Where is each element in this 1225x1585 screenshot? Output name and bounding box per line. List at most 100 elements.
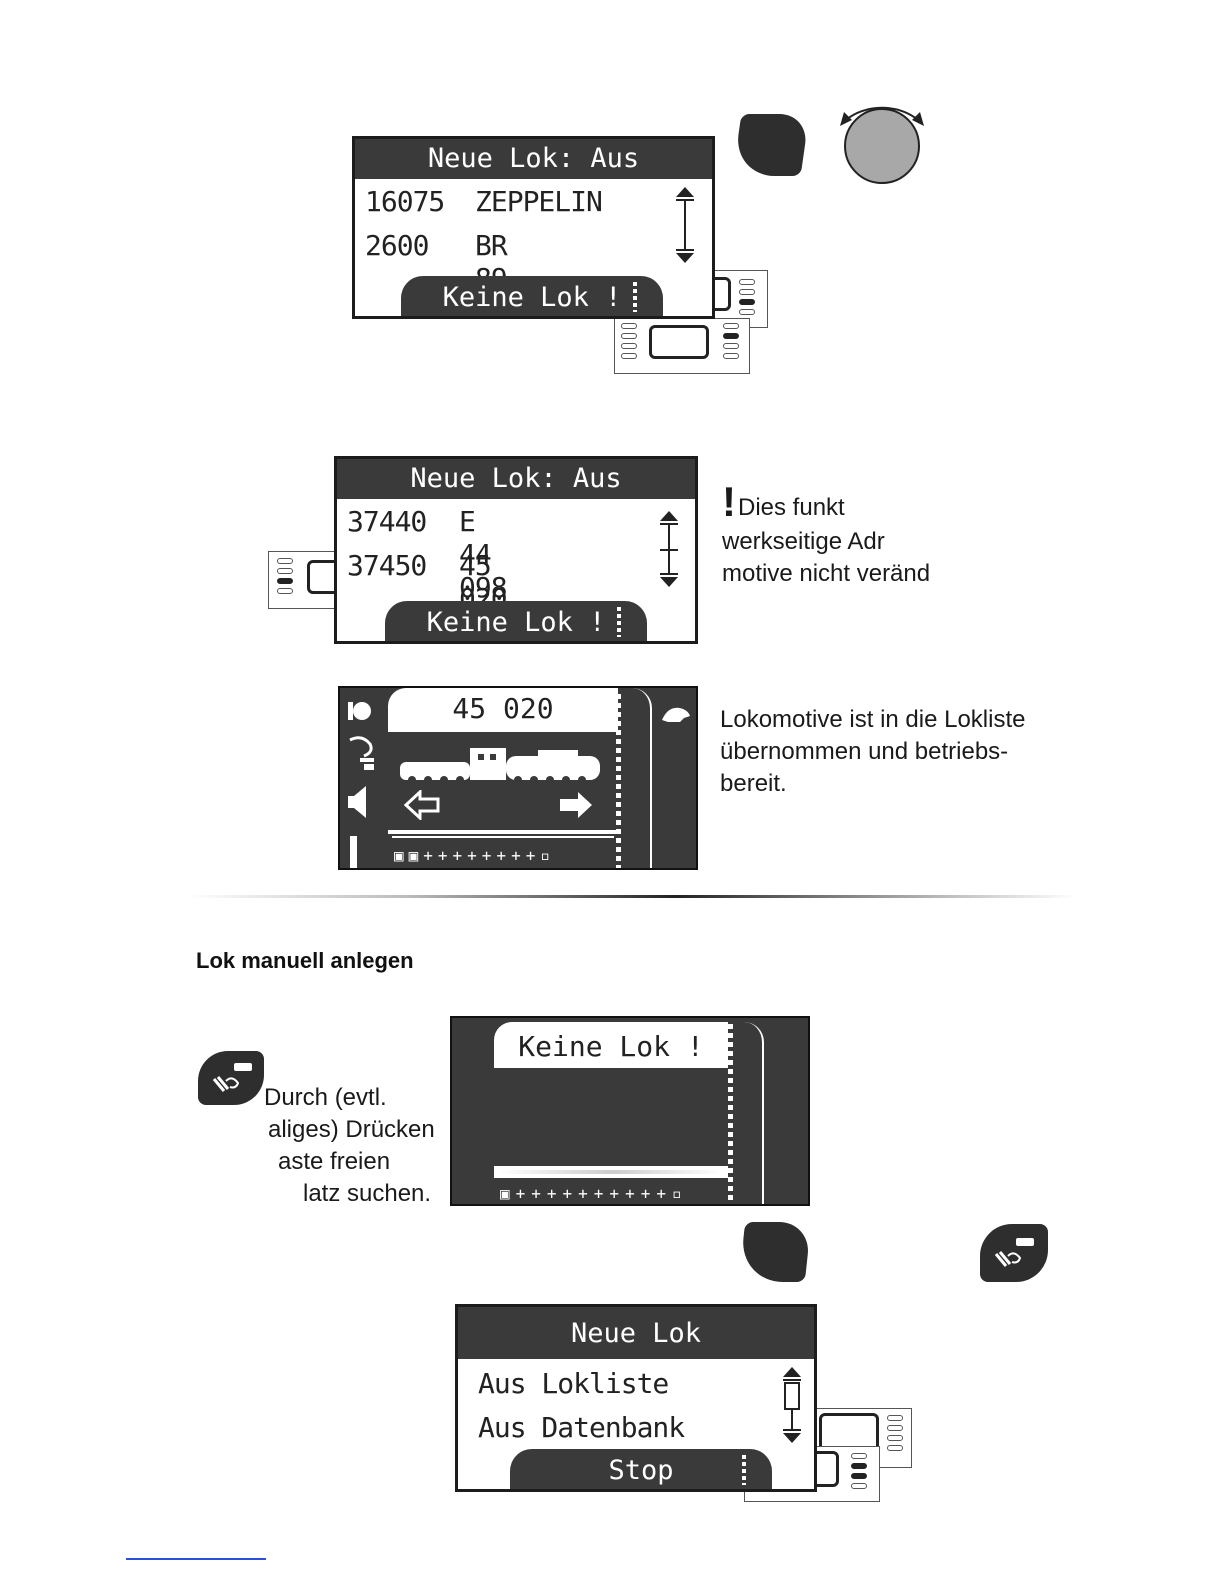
screen-title: Neue Lok: Aus Datenbank (355, 139, 712, 214)
key-button[interactable] (649, 325, 709, 359)
list-item[interactable]: 2600 BR 89 (365, 229, 508, 295)
loco-image-area (388, 732, 618, 830)
scroll-arrows-icon (660, 511, 678, 587)
dots-icon (633, 282, 637, 312)
dots-icon (617, 607, 621, 637)
turtle-icon (662, 707, 690, 722)
screen-body: Aus Lokliste Aus Datenbank Stop (458, 1359, 814, 1489)
caption-line-1: Lokomotive ist in die Lokliste (720, 706, 1026, 733)
wrench-loco-icon (994, 1238, 1034, 1267)
indicator (277, 568, 293, 574)
indicator (739, 289, 755, 295)
keypad-lower (614, 318, 750, 374)
indicator (723, 333, 739, 339)
indicator (621, 353, 637, 359)
list-item[interactable]: 37450 45 020 (347, 549, 508, 615)
light-icon (348, 702, 371, 720)
step-line-2: aliges) Drücken (268, 1116, 435, 1143)
function-strip: ▣++++++++++▫ (494, 1178, 728, 1204)
note-line-1: Dies funkt (738, 494, 845, 521)
softkey-blob-icon[interactable] (738, 1222, 812, 1282)
function-slots-icon: ▣++++++++++▫ (500, 1184, 688, 1203)
indicator (723, 353, 739, 359)
list-item[interactable]: 37440 E 44 098 (347, 505, 508, 604)
progress-line (498, 1170, 724, 1174)
lcd-screen-operation: 45 020 ▣▣++++++++▫ (338, 686, 698, 870)
divider (392, 836, 614, 838)
section-heading: Lok manuell anlegen (196, 948, 414, 973)
indicator (887, 1435, 903, 1441)
speed-bar-dots-icon (728, 1024, 733, 1204)
loco-panel: 45 020 ▣▣++++++++▫ (388, 688, 618, 868)
indicator (277, 558, 293, 564)
note-line-2: werkseitige Adr (722, 528, 885, 555)
horn-icon (349, 736, 374, 770)
loco-number: 16075 (365, 185, 445, 218)
indicator (887, 1425, 903, 1431)
function-strip: ▣▣++++++++▫ (388, 834, 618, 868)
step-line-3: aste freien (278, 1148, 391, 1175)
lcd-screen-new-loco: Neue Lok Aus Lokliste Aus Datenbank Stop (455, 1304, 817, 1492)
lcd-screen-database-1: Neue Lok: Aus Datenbank 16075 ZEPPELIN 2… (352, 136, 715, 319)
footer-link-line (126, 1558, 266, 1560)
indicator (277, 578, 293, 584)
wrench-loco-icon (212, 1063, 252, 1092)
arrow-left-icon[interactable] (404, 790, 440, 820)
softkey-label: Keine Lok ! (426, 607, 606, 638)
softkey-label: Keine Lok ! (442, 282, 622, 313)
screen-body: 37440 E 44 098 37450 45 020 Keine Lok ! (337, 499, 695, 641)
indicator (621, 333, 637, 339)
softkey-keine-lok[interactable]: Keine Lok ! (385, 601, 647, 641)
screen-title: Neue Lok (458, 1307, 814, 1359)
screen-body: 16075 ZEPPELIN 2600 BR 89 Keine Lok ! (355, 179, 712, 316)
loco-name: E 44 098 (459, 505, 508, 604)
indicator (851, 1453, 867, 1459)
loco-settings-button-icon[interactable] (198, 1051, 264, 1105)
indicator (723, 343, 739, 349)
softkey-keine-lok[interactable]: Keine Lok ! (401, 276, 663, 316)
loco-number: 2600 (365, 229, 429, 262)
arrow-right-icon[interactable] (558, 790, 594, 820)
loco-settings-button-icon[interactable] (980, 1224, 1048, 1282)
speed-bar-dots-icon (616, 694, 621, 868)
section-divider (186, 895, 1076, 898)
keypad-left (268, 551, 341, 609)
menu-item-aus-datenbank[interactable]: Aus Datenbank (478, 1411, 685, 1444)
lcd-screen-database-2: Neue Lok: Aus Datenbank 37440 E 44 098 3… (334, 456, 698, 644)
indicator (851, 1463, 867, 1469)
caption-line-2: übernommen und betriebs- (720, 738, 1009, 765)
softkey-stop[interactable]: Stop (510, 1449, 772, 1489)
indicator (621, 323, 637, 329)
indicator (739, 299, 755, 305)
speed-track (624, 688, 652, 868)
loco-name: ZEPPELIN (475, 185, 603, 218)
scroll-arrows-icon (676, 187, 694, 263)
indicator (739, 309, 755, 315)
function-slots-icon: ▣▣++++++++▫ (394, 846, 555, 865)
indicator (739, 279, 755, 285)
empty-image-area (494, 1068, 728, 1166)
menu-item-aus-lokliste[interactable]: Aus Lokliste (478, 1367, 669, 1400)
indicator (723, 323, 739, 329)
locomotive-icon (400, 748, 600, 784)
indicator (851, 1483, 867, 1489)
loco-name-label: 45 020 (452, 692, 554, 725)
softkey-label: Stop (608, 1455, 674, 1486)
dots-icon (742, 1455, 746, 1485)
empty-title: Keine Lok ! (518, 1030, 704, 1063)
screen-title: Neue Lok: Aus Datenbank (337, 459, 695, 534)
caption-ready: Lokomotive ist in die Lokliste übernomme… (720, 704, 1025, 800)
caption-line-3: bereit. (720, 770, 787, 797)
step-line-4: latz suchen. (303, 1180, 432, 1207)
indicator (277, 588, 293, 594)
loco-number: 37450 (347, 549, 427, 582)
lcd-screen-empty-slot: Keine Lok ! ▣++++++++++▫ (450, 1016, 810, 1206)
rotary-knob-icon[interactable] (832, 90, 932, 190)
indicator (887, 1415, 903, 1421)
list-item[interactable]: 16075 ZEPPELIN (365, 185, 603, 218)
function-bar-icon (350, 836, 357, 868)
speaker-icon (348, 786, 366, 818)
softkey-blob-icon[interactable] (732, 114, 810, 176)
empty-panel: Keine Lok ! ▣++++++++++▫ (494, 1022, 728, 1204)
step-line-1: Durch (evtl. (264, 1084, 387, 1111)
